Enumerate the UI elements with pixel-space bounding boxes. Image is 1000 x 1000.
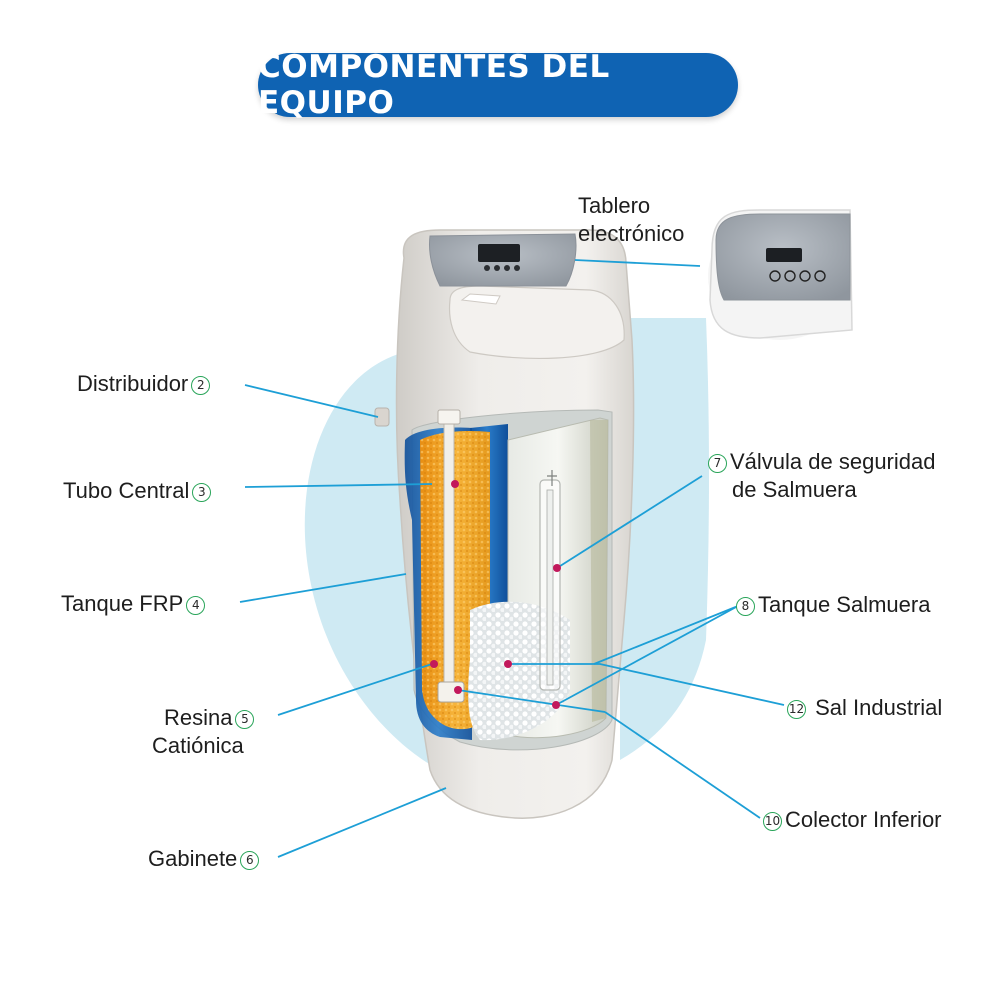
marker-dot-salt [504, 660, 512, 668]
label-panel-line1: Tablero [578, 193, 651, 218]
panel-button-3 [799, 270, 811, 282]
leader-line-tube [244, 483, 433, 488]
label-resin-line1: Resina [164, 705, 233, 730]
number-badge-12: 12 [787, 699, 806, 719]
cutaway-interior [404, 409, 613, 751]
label-brine-valve-line1: Válvula de seguridad [730, 449, 936, 474]
number-badge-2: 2 [191, 375, 211, 395]
leader-line-resin [277, 663, 433, 716]
leader-line-panel [574, 259, 701, 267]
leader-line-distributor [244, 384, 379, 418]
label-collector-text: Colector Inferior [785, 807, 942, 832]
label-brine-valve-line2: de Salmuera [732, 477, 857, 502]
panel-display [766, 248, 802, 262]
leader-lines [239, 259, 785, 858]
label-central-tube-text: Tubo Central [63, 478, 190, 503]
leader-line-collector [604, 711, 761, 819]
leader-line-brine [555, 605, 739, 706]
central-tube [443, 417, 455, 691]
title-banner: COMPONENTES DEL EQUIPO [258, 49, 738, 121]
leader-line-frp [239, 573, 407, 603]
leader-line-valve [556, 475, 703, 569]
label-cabinet-text: Gabinete [148, 846, 238, 871]
panel-button-4 [814, 270, 826, 282]
number-badge-10: 10 [763, 811, 782, 831]
number-badge-3: 3 [192, 482, 212, 502]
label-panel: Tablero electrónico [578, 192, 684, 248]
number-badge-7: 7 [708, 453, 727, 473]
label-brine-tank-text: Tanque Salmuera [758, 592, 931, 617]
page-title: COMPONENTES DEL EQUIPO [258, 49, 610, 121]
label-distributor-text: Distribuidor [77, 371, 189, 396]
label-frp-tank-text: Tanque FRP [61, 591, 184, 616]
leader-line-cabinet [277, 787, 447, 858]
number-badge-5: 5 [235, 709, 255, 729]
marker-dots [430, 480, 561, 709]
marker-dot-collector [454, 686, 462, 694]
marker-dot-resin [430, 660, 438, 668]
label-panel-line2: electrónico [578, 221, 685, 246]
marker-dot-valve [553, 564, 561, 572]
number-badge-8: 8 [736, 596, 755, 616]
marker-dot-brine [552, 701, 560, 709]
label-resin-line2: Catiónica [152, 733, 244, 758]
number-badge-4: 4 [186, 595, 206, 615]
label-salt-text: Sal Industrial [815, 695, 943, 720]
panel-inset [708, 209, 853, 340]
label-salt: 12 Sal Industrial [784, 694, 942, 722]
leader-line-salt [508, 663, 785, 706]
number-badge-6: 6 [240, 850, 260, 870]
marker-dot-tube [451, 480, 459, 488]
panel-button-2 [784, 270, 796, 282]
panel-button-1 [769, 270, 781, 282]
